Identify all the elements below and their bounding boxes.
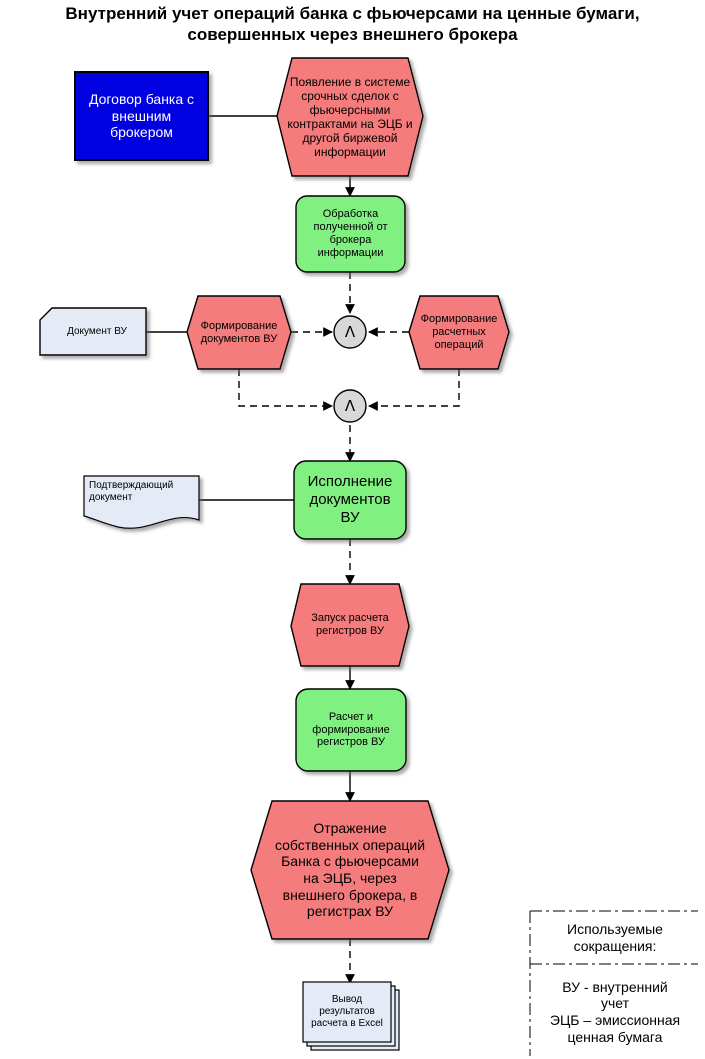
event-form-docs-shape: [186, 295, 292, 370]
doc-vu-shape: [39, 307, 147, 356]
event-reflect-shape: [250, 800, 450, 940]
diagram-title-line2: совершенных через внешнего брокера: [187, 25, 518, 44]
func-calc-label: Расчет и формирование регистров ВУ: [312, 710, 390, 749]
event-start-calc-shape: [290, 583, 410, 667]
arrow-form-ops-to-and2: [368, 369, 460, 411]
func-execute-shape: [293, 460, 407, 540]
event-form-ops-shape: [408, 295, 510, 370]
diagram-title-line1: Внутренний учет операций банка с фьючерс…: [65, 4, 640, 23]
func-execute-label: Исполнение документов ВУ: [307, 473, 393, 526]
doc-vu-label: Документ ВУ: [67, 325, 127, 337]
connectors: [146, 115, 460, 984]
event-form-ops-label: Формирование расчетных операций: [420, 313, 498, 351]
doc-output-stack: [302, 981, 400, 1051]
contract-box: [74, 71, 209, 161]
func-process-label: Обработка полученной от брокера информац…: [313, 208, 388, 259]
legend-header: Используемые сокращения:: [567, 921, 663, 954]
and-operator-1-symbol: Λ: [344, 323, 356, 341]
event-receive-shape: [276, 57, 424, 177]
contract-label: Договор банка с внешним брокером: [88, 91, 195, 141]
func-process-shape: [295, 195, 406, 273]
event-form-docs-label: Формирование документов ВУ: [200, 319, 278, 345]
doc-output-label: Вывод результатов расчета в Excel: [311, 994, 383, 1029]
doc-confirm-label: Подтверждающий документ: [89, 480, 174, 503]
arrow-form-docs-to-and2: [238, 369, 333, 411]
event-reflect-label: Отражение собственных операций Банка с ф…: [274, 820, 426, 920]
and-operator-2-shape: [333, 389, 367, 423]
event-start-calc-label: Запуск расчета регистров ВУ: [311, 612, 389, 637]
doc-output-shape: [302, 981, 392, 1043]
legend-body: ВУ - внутренний учет ЭЦБ – эмиссионная ц…: [549, 978, 681, 1045]
doc-confirm-shape: [83, 475, 200, 529]
and-operator-2-symbol: Λ: [344, 397, 356, 415]
event-receive-label: Появление в системе срочных сделок с фью…: [287, 74, 413, 160]
func-calc-shape: [295, 688, 407, 772]
legend-frame: [529, 910, 698, 1056]
and-operator-1-shape: [333, 315, 367, 349]
